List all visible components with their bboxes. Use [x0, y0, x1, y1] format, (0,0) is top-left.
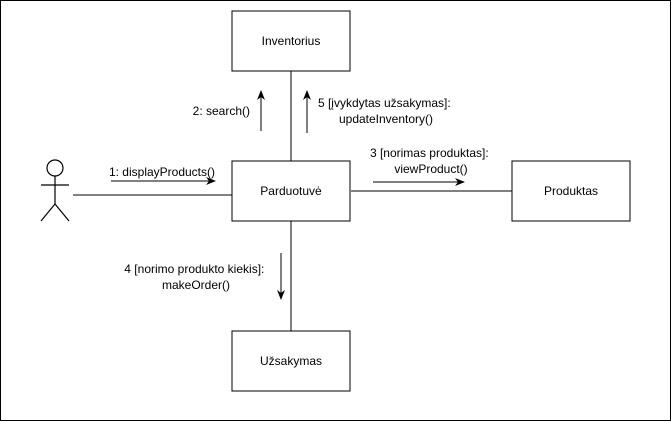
message-3-label: 3 [norimas produktas]: viewProduct() [370, 146, 492, 176]
message-2-label: 2: search() [193, 104, 250, 118]
node-produktas: Produktas [511, 160, 631, 222]
node-parduotuve-label: Parduotuvė [260, 184, 322, 198]
node-produktas-label: Produktas [544, 184, 598, 198]
node-inventorius-label: Inventorius [262, 34, 321, 48]
node-parduotuve: Parduotuvė [231, 160, 351, 222]
actor-icon [40, 159, 70, 222]
node-inventorius: Inventorius [231, 10, 351, 72]
node-uzsakymas-label: Užsakymas [260, 354, 322, 368]
message-1-label: 1: displayProducts() [109, 165, 215, 179]
message-5-label: 5 [įvykdytas užsakymas]: updateInventory… [318, 96, 454, 126]
message-4-label: 4 [norimo produkto kiekis]: makeOrder() [124, 262, 267, 292]
node-uzsakymas: Užsakymas [231, 330, 351, 392]
